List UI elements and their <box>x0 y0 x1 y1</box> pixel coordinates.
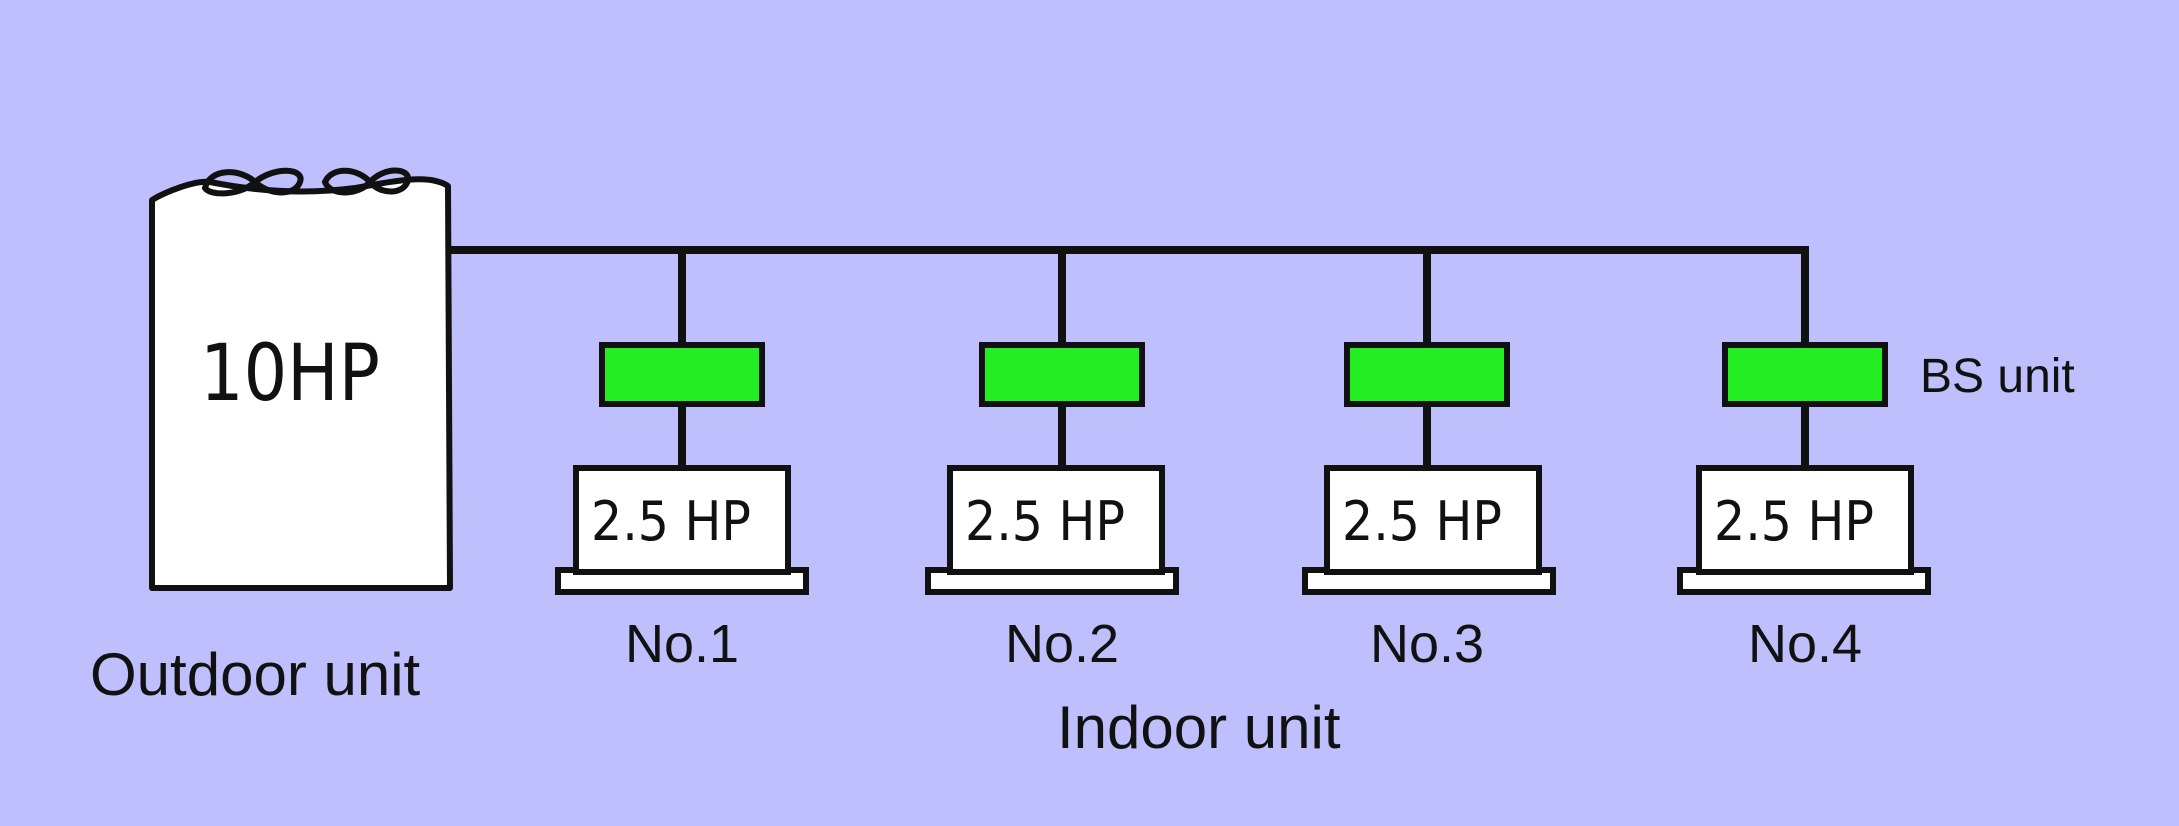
indoor-unit-capacity: 2.5 HP <box>591 490 751 553</box>
bs-unit-box <box>979 342 1145 407</box>
indoor-branch-3: 2.5 HP No.3 <box>1302 250 1556 674</box>
indoor-unit-body <box>573 465 791 575</box>
indoor-unit-name: No.2 <box>1005 614 1119 674</box>
fan-icon <box>201 167 411 197</box>
indoor-branch-1: 2.5 HP No.1 <box>555 250 809 674</box>
indoor-unit-body <box>1696 465 1914 575</box>
indoor-unit-label: Indoor unit <box>1057 694 1341 761</box>
indoor-unit-name: No.3 <box>1370 614 1484 674</box>
indoor-branch-2: 2.5 HP No.2 <box>925 250 1179 674</box>
indoor-unit-capacity: 2.5 HP <box>1714 490 1874 553</box>
indoor-unit-capacity: 2.5 HP <box>1342 490 1502 553</box>
outdoor-unit-cabinet <box>149 176 453 591</box>
bs-unit-box <box>1344 342 1510 407</box>
indoor-unit-name: No.4 <box>1748 614 1862 674</box>
outdoor-unit-capacity: 10HP <box>200 329 380 419</box>
indoor-unit-capacity: 2.5 HP <box>965 490 1125 553</box>
outdoor-unit-label: Outdoor unit <box>90 641 421 708</box>
indoor-branch-4: 2.5 HP No.4 <box>1677 250 1931 674</box>
indoor-unit-name: No.1 <box>625 614 739 674</box>
bs-unit-box <box>599 342 765 407</box>
indoor-unit-body <box>947 465 1165 575</box>
indoor-units: 2.5 HP No.1 2.5 HP No.2 2.5 HP No.3 2.5 HP No.4 <box>555 250 1931 674</box>
outdoor-unit: 10HP <box>149 167 453 591</box>
bs-unit-box <box>1722 342 1888 407</box>
indoor-unit-body <box>1324 465 1542 575</box>
bs-unit-label: BS unit <box>1920 350 2075 403</box>
